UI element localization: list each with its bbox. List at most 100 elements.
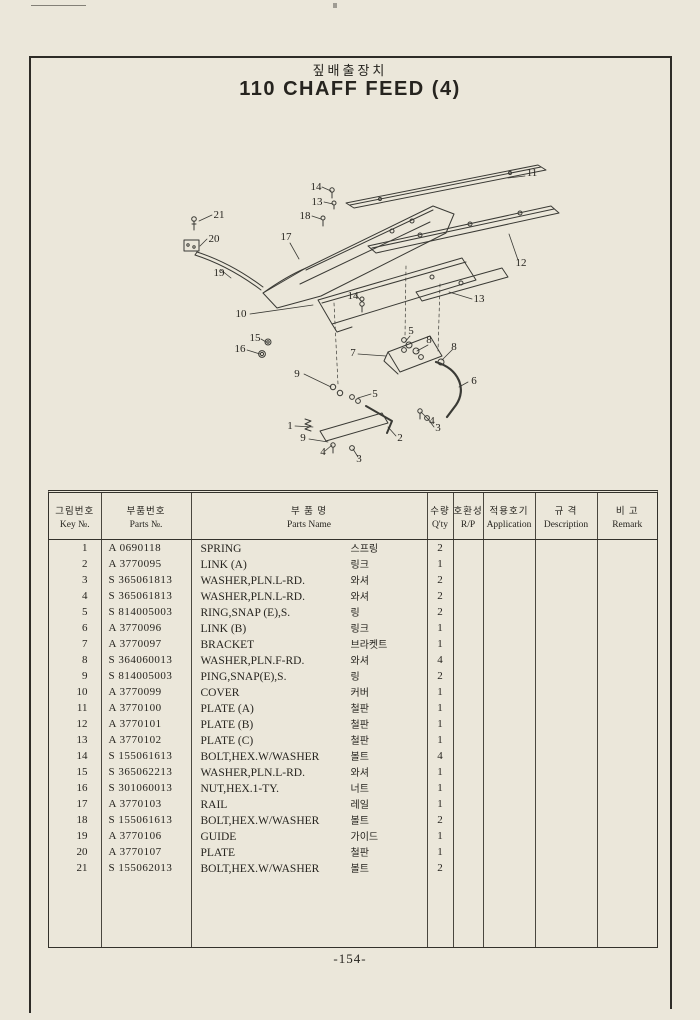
key-number-cell: 3 bbox=[82, 573, 88, 586]
application-cell bbox=[482, 731, 535, 748]
part-name-cell: PING,SNAP(E),S.링 bbox=[190, 667, 427, 684]
part-name-cell: BOLT,HEX.W/WASHER 볼트 bbox=[190, 747, 427, 764]
screws-14-13-18-drawing bbox=[320, 187, 337, 227]
part-name-kr: 볼트 bbox=[350, 816, 369, 827]
scan-mark-top-center bbox=[333, 3, 337, 8]
application-cell bbox=[482, 843, 535, 860]
callout-label: 9 bbox=[300, 432, 306, 444]
description-cell bbox=[534, 603, 597, 620]
application-cell bbox=[482, 795, 535, 812]
scan-edge-top bbox=[29, 56, 672, 58]
part-name-en: BOLT,HEX.W/WASHER bbox=[200, 751, 320, 763]
parts-number-cell: S 814005003 bbox=[100, 603, 191, 620]
rings-5-drawing bbox=[349, 337, 407, 404]
qty-cell: 4 bbox=[426, 651, 453, 668]
callout-label: 3 bbox=[356, 453, 362, 465]
qty-cell: 1 bbox=[426, 779, 453, 796]
rp-cell bbox=[452, 731, 483, 748]
key-number-cell: 2 bbox=[82, 557, 88, 570]
key-number-cell: 13 bbox=[76, 733, 88, 746]
rp-cell bbox=[452, 571, 483, 588]
filler-cell bbox=[596, 875, 657, 947]
key-number-cell: 1 bbox=[82, 541, 88, 554]
part-name-kr: 브라켓트 bbox=[350, 640, 388, 651]
callout-labels: 14 13 18 21 20 19 17 11 12 13 14 10 15 1… bbox=[209, 167, 538, 465]
part-name-cell: WASHER,PLN.L-RD.와셔 bbox=[190, 763, 427, 780]
description-cell bbox=[534, 667, 597, 684]
callout-label: 3 bbox=[435, 422, 441, 434]
application-cell bbox=[482, 747, 535, 764]
rp-cell bbox=[452, 827, 483, 844]
link-plate-drawing bbox=[319, 412, 389, 442]
remark-cell bbox=[596, 763, 657, 780]
callout-label: 14 bbox=[311, 181, 323, 193]
rail-17-drawing bbox=[262, 205, 455, 309]
filler-cell bbox=[100, 875, 191, 947]
callout-label: 19 bbox=[214, 267, 226, 279]
remark-cell bbox=[596, 651, 657, 668]
parts-number-cell: S 155061613 bbox=[100, 747, 191, 764]
callout-label: 15 bbox=[250, 332, 262, 344]
application-cell bbox=[482, 827, 535, 844]
part-name-cell: PLATE (C)철판 bbox=[190, 731, 427, 748]
washers-9-drawing bbox=[329, 383, 344, 397]
parts-number-cell: S 301060013 bbox=[100, 779, 191, 796]
application-cell bbox=[482, 635, 535, 652]
rp-cell bbox=[452, 603, 483, 620]
description-cell bbox=[534, 859, 597, 876]
rp-cell bbox=[452, 811, 483, 828]
part-name-en: BRACKET bbox=[200, 639, 255, 651]
rp-cell bbox=[452, 859, 483, 876]
qty-cell: 1 bbox=[426, 827, 453, 844]
part-name-en: WASHER,PLN.F-RD. bbox=[200, 655, 305, 667]
remark-cell bbox=[596, 603, 657, 620]
rp-cell bbox=[452, 715, 483, 732]
application-cell bbox=[482, 651, 535, 668]
link-2-drawing bbox=[365, 405, 393, 434]
page-title: 110 CHAFF FEED (4) bbox=[239, 78, 461, 100]
description-cell bbox=[534, 715, 597, 732]
parts-number-cell: A 3770096 bbox=[100, 619, 191, 636]
rp-cell bbox=[452, 635, 483, 652]
parts-table: 그림번호 Key №. 부품번호 Parts №. 부 품 명 Parts Na… bbox=[48, 490, 658, 948]
filler-cell bbox=[426, 875, 453, 947]
part-name-en: RAIL bbox=[200, 799, 228, 811]
parts-number-cell: A 3770097 bbox=[100, 635, 191, 652]
qty-cell: 1 bbox=[426, 683, 453, 700]
rp-cell bbox=[452, 763, 483, 780]
qty-cell: 2 bbox=[426, 587, 453, 604]
part-name-cell: PLATE (A)철판 bbox=[190, 699, 427, 716]
rp-cell bbox=[452, 555, 483, 572]
part-name-cell: NUT,HEX.1-TY.너트 bbox=[190, 779, 427, 796]
qty-cell: 2 bbox=[426, 603, 453, 620]
callout-label: 4 bbox=[320, 446, 326, 458]
part-name-en: LINK (A) bbox=[200, 559, 247, 571]
remark-cell bbox=[596, 699, 657, 716]
remark-cell bbox=[596, 571, 657, 588]
part-name-en: SPRING bbox=[200, 543, 242, 556]
callout-label: 5 bbox=[372, 388, 378, 400]
callout-label: 7 bbox=[350, 347, 356, 359]
qty-cell: 4 bbox=[426, 747, 453, 764]
key-number-cell: 7 bbox=[82, 637, 88, 650]
part-name-kr: 볼트 bbox=[350, 752, 369, 763]
callout-label: 13 bbox=[474, 293, 486, 305]
col-header-key: 그림번호 Key №. bbox=[49, 493, 101, 540]
parts-number-cell: A 3770095 bbox=[100, 555, 191, 572]
remark-cell bbox=[596, 635, 657, 652]
description-cell bbox=[534, 811, 597, 828]
key-number-cell: 20 bbox=[76, 845, 88, 858]
description-cell bbox=[534, 795, 597, 812]
remark-cell bbox=[596, 539, 657, 556]
rp-cell bbox=[452, 667, 483, 684]
part-name-en: WASHER,PLN.L-RD. bbox=[200, 591, 305, 603]
